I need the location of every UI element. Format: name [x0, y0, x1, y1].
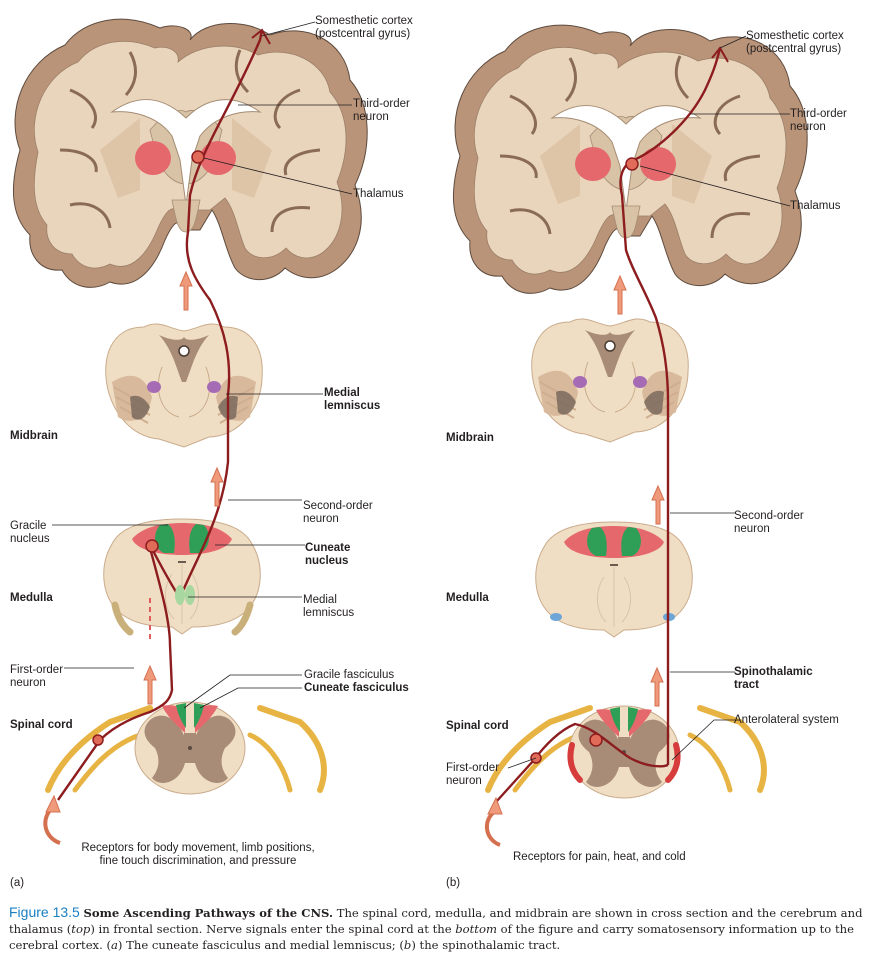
label-second-order-neuron-a: Second-order neuron [303, 500, 373, 525]
pathway-first-order-a [57, 547, 174, 801]
panel-b-diagram [451, 23, 809, 847]
label-somesthetic-cortex-b: Somesthetic cortex (postcentral gyrus) [746, 30, 844, 55]
label-cuneate-nucleus-a: Cuneate nucleus [305, 542, 351, 567]
label-cuneate-fasciculus-a: Cuneate fasciculus [304, 682, 409, 694]
midbrain-section-b [530, 317, 690, 443]
label-second-order-neuron-b: Second-order neuron [734, 510, 804, 535]
caption-bottom-word: bottom [455, 922, 497, 936]
label-receptors-a: Receptors for body movement, limb positi… [81, 842, 315, 867]
label-medulla-a: Medulla [10, 592, 53, 604]
leader-lines-a [52, 21, 353, 709]
figure-number: Figure 13.5 [9, 904, 80, 920]
label-medulla-b: Medulla [446, 592, 489, 604]
label-midbrain-a: Midbrain [10, 430, 58, 442]
caption-a-letter: a [111, 938, 118, 952]
panel-label-b: (b) [446, 877, 461, 889]
label-third-order-neuron-b: Third-order neuron [790, 108, 847, 133]
spinal-cord-section-b [485, 705, 767, 799]
caption-text-1: The spinal cord, medulla, and midbrain a… [9, 906, 863, 936]
label-medial-lemniscus-midbrain-a: Medial lemniscus [324, 387, 381, 412]
label-spinothalamic-tract-b: Spinothalamic tract [734, 666, 813, 691]
label-third-order-neuron-a: Third-order neuron [353, 98, 410, 123]
caption-body: The spinal cord, medulla, and midbrain a… [9, 906, 863, 952]
label-first-order-neuron-b: First-order neuron [446, 762, 500, 787]
label-somesthetic-cortex-a: Somesthetic cortex (postcentral gyrus) [315, 15, 413, 40]
label-spinal-cord-a: Spinal cord [10, 719, 73, 731]
label-anterolateral-system-b: Anterolateral system [734, 714, 839, 726]
label-receptors-b: Receptors for pain, heat, and cold [513, 851, 686, 863]
label-medial-lemniscus-medulla-a: Medial lemniscus [303, 594, 355, 619]
figure-caption: Figure 13.5 Some Ascending Pathways of t… [9, 904, 869, 953]
cerebrum-section-a [11, 17, 369, 289]
caption-top-word: top [71, 922, 91, 936]
label-thalamus-b: Thalamus [790, 200, 841, 212]
label-spinal-cord-b: Spinal cord [446, 720, 509, 732]
panel-label-a: (a) [10, 877, 25, 889]
label-gracile-fasciculus-a: Gracile fasciculus [304, 669, 395, 681]
caption-text-5: ) the spinothalamic tract. [411, 938, 561, 952]
panel-a-diagram [11, 17, 369, 845]
caption-title: Some Ascending Pathways of the CNS. [83, 906, 334, 920]
label-thalamus-a: Thalamus [353, 188, 404, 200]
label-gracile-nucleus-a: Gracile nucleus [10, 520, 50, 545]
up-arrows-a [43, 270, 224, 845]
label-first-order-neuron-a: First-order neuron [10, 664, 64, 689]
caption-text-4: ) The cuneate fasciculus and medial lemn… [117, 938, 404, 952]
spinal-cord-section-a [45, 701, 327, 795]
label-midbrain-b: Midbrain [446, 432, 494, 444]
medulla-section-a [103, 518, 261, 635]
caption-text-3: of the figure and carry somatosensory in… [9, 922, 854, 952]
caption-b-letter: b [403, 938, 412, 952]
midbrain-section-a [104, 322, 264, 448]
up-arrows-b [484, 274, 665, 847]
caption-text-2: ) in frontal section. Nerve signals ente… [90, 922, 456, 936]
leader-lines-b [507, 35, 791, 769]
pathway-spinothalamic-b [619, 47, 722, 765]
